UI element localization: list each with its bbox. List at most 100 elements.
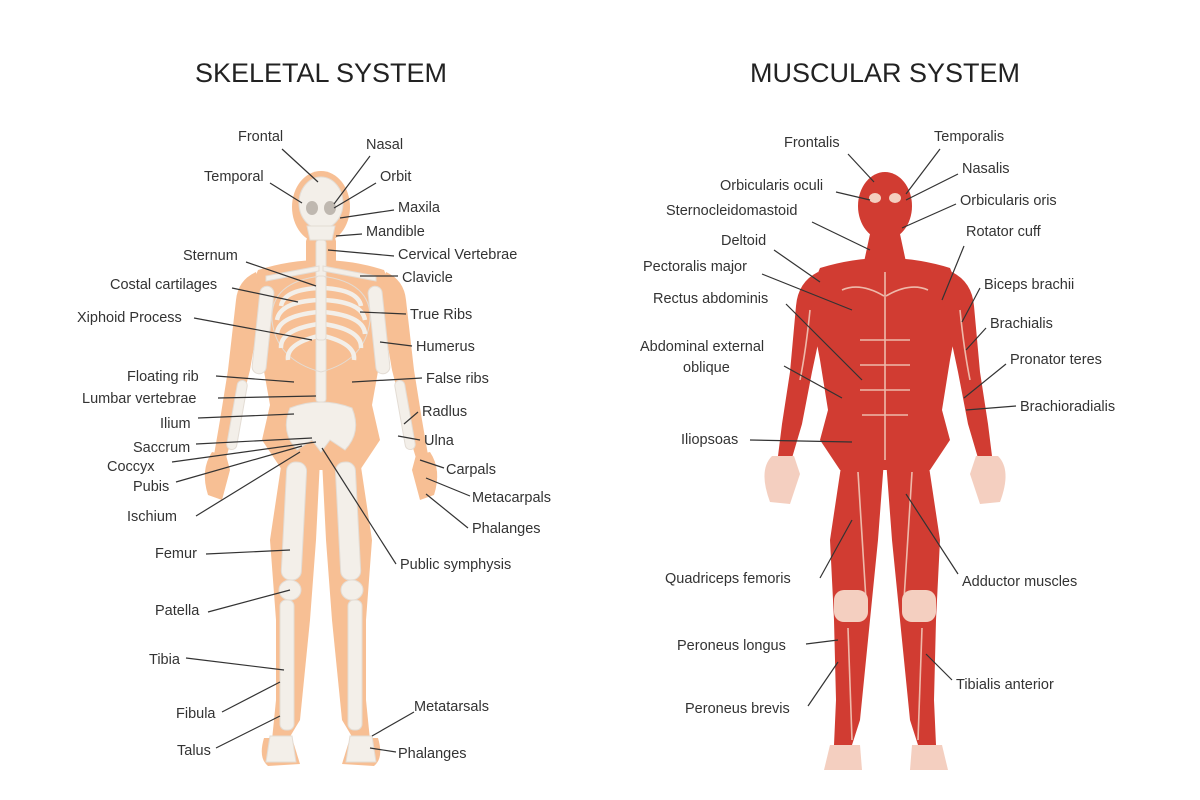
- label-carpals: Carpals: [446, 462, 496, 478]
- leader-temporalis: [905, 148, 941, 195]
- label-sternum: Sternum: [183, 248, 238, 264]
- leader-femur: [205, 549, 291, 555]
- leader-orb-oculi: [835, 191, 871, 201]
- label-brachialis: Brachialis: [990, 316, 1053, 332]
- label-ulna: Ulna: [424, 433, 455, 449]
- label-public-symphysis: Public symphysis: [400, 557, 511, 573]
- leader-nasal: [333, 155, 371, 205]
- leader-rotator: [941, 245, 965, 301]
- leader-sacrum: [195, 437, 313, 445]
- leader-false-ribs: [351, 377, 423, 383]
- leader-ischium: [195, 451, 301, 517]
- label-nasal: Nasal: [366, 137, 403, 153]
- leader-orb-oris: [901, 203, 957, 229]
- label-patella: Patella: [155, 603, 200, 619]
- leader-maxila: [339, 209, 395, 219]
- leader-deltoid: [773, 249, 821, 283]
- leader-ulna: [397, 435, 421, 441]
- leader-pronator: [963, 363, 1007, 399]
- label-xiphoid-process: Xiphoid Process: [77, 310, 182, 326]
- muscular-title: MUSCULAR SYSTEM: [750, 58, 1020, 88]
- label-biceps-brachii: Biceps brachii: [984, 277, 1074, 293]
- muscular-annotations: Frontalis Temporalis Nasalis Orbicularis…: [640, 129, 1115, 717]
- label-clavicle: Clavicle: [402, 270, 453, 286]
- leader-patella: [207, 589, 291, 613]
- leader-mandible: [335, 233, 363, 237]
- label-pectoralis-major: Pectoralis major: [643, 259, 747, 275]
- label-adductor-muscles: Adductor muscles: [962, 574, 1077, 590]
- label-costal-cartilages: Costal cartilages: [110, 277, 217, 293]
- label-ilium: Ilium: [160, 416, 191, 432]
- leader-pubis: [175, 445, 303, 483]
- label-brachioradialis: Brachioradialis: [1020, 399, 1115, 415]
- label-mandible: Mandible: [366, 224, 425, 240]
- leader-carpals: [419, 459, 445, 469]
- label-peroneus-brevis: Peroneus brevis: [685, 701, 790, 717]
- leader-quadriceps: [819, 519, 853, 579]
- label-cervical-vertebrae: Cervical Vertebrae: [398, 247, 517, 263]
- leader-peroneus-longus: [805, 639, 839, 645]
- label-maxila: Maxila: [398, 200, 441, 216]
- leader-radius: [403, 411, 419, 425]
- label-femur: Femur: [155, 546, 197, 562]
- label-nasalis: Nasalis: [962, 161, 1010, 177]
- label-tibialis-anterior: Tibialis anterior: [956, 677, 1054, 693]
- label-metacarpals: Metacarpals: [472, 490, 551, 506]
- label-coccyx: Coccyx: [107, 459, 155, 475]
- leader-ilium: [197, 413, 295, 419]
- leader-metacarpals: [425, 477, 471, 497]
- label-orbit: Orbit: [380, 169, 411, 185]
- label-quadriceps-femoris: Quadriceps femoris: [665, 571, 791, 587]
- leader-lumbar: [217, 395, 317, 399]
- label-frontal: Frontal: [238, 129, 283, 145]
- label-phalanges-foot: Phalanges: [398, 746, 467, 762]
- leader-humerus: [379, 341, 413, 347]
- leader-frontal: [281, 148, 319, 183]
- label-ischium: Ischium: [127, 509, 177, 525]
- leader-costal: [231, 287, 299, 303]
- label-saccrum: Saccrum: [133, 440, 190, 456]
- leader-frontalis: [847, 153, 875, 183]
- label-rotator-cuff: Rotator cuff: [966, 224, 1042, 240]
- label-true-ribs: True Ribs: [410, 307, 472, 323]
- label-humerus: Humerus: [416, 339, 475, 355]
- label-rectus-abdominis: Rectus abdominis: [653, 291, 768, 307]
- label-metatarsals: Metatarsals: [414, 699, 489, 715]
- leader-tibia: [185, 657, 285, 671]
- leader-floating-rib: [215, 375, 295, 383]
- leader-nasalis: [905, 173, 959, 201]
- skeletal-annotations: Frontal Nasal Temporal Orbit Maxila Mand…: [77, 129, 551, 762]
- muscular-figure: [764, 172, 1006, 770]
- label-floating-rib: Floating rib: [127, 369, 199, 385]
- label-frontalis: Frontalis: [784, 135, 840, 151]
- label-sternocleidomastoid: Sternocleidomastoid: [666, 203, 797, 219]
- leader-pubic-symphysis: [321, 447, 397, 565]
- leader-adductor: [905, 493, 959, 575]
- label-tibia: Tibia: [149, 652, 181, 668]
- leader-fibula: [221, 681, 281, 713]
- leader-xiphoid: [193, 317, 313, 341]
- label-oblique: oblique: [683, 360, 730, 376]
- leader-sternum: [245, 261, 317, 287]
- label-orbicularis-oris: Orbicularis oris: [960, 193, 1057, 209]
- leader-iliopsoas: [749, 439, 853, 443]
- leader-metatarsals: [371, 711, 415, 737]
- skeletal-title: SKELETAL SYSTEM: [195, 58, 447, 88]
- leader-rectus: [785, 303, 863, 381]
- leader-true-ribs: [359, 311, 407, 315]
- label-pubis: Pubis: [133, 479, 169, 495]
- label-temporal: Temporal: [204, 169, 264, 185]
- label-false-ribs: False ribs: [426, 371, 489, 387]
- leader-biceps: [961, 287, 981, 323]
- label-lumbar-vertebrae: Lumbar vertebrae: [82, 391, 196, 407]
- leader-brachialis: [965, 327, 987, 351]
- label-pronator-teres: Pronator teres: [1010, 352, 1102, 368]
- label-phalanges-hand: Phalanges: [472, 521, 541, 537]
- leader-tibialis: [925, 653, 953, 681]
- leader-brachioradialis: [965, 405, 1017, 411]
- muscle-definition: [799, 272, 971, 741]
- leader-cervical: [327, 249, 395, 257]
- label-talus: Talus: [177, 743, 211, 759]
